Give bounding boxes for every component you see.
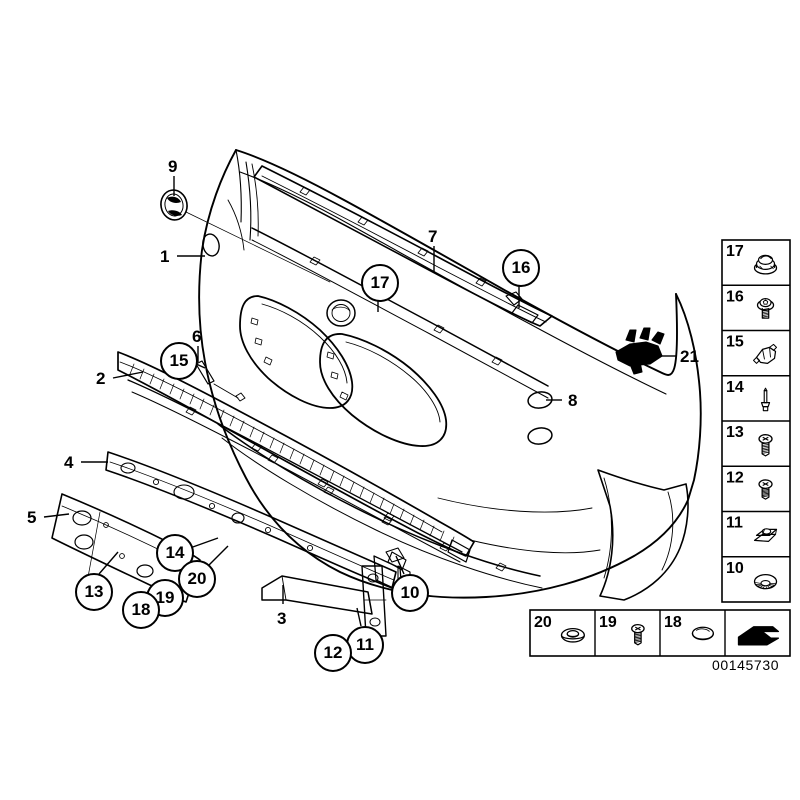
circled-part-label-15: 15 — [160, 342, 198, 380]
phillips-screw-long-icon — [758, 434, 773, 457]
hardware-side-panel: 17 16 15 14 13 12 11 10 — [721, 239, 791, 603]
part-label-5: 5 — [27, 508, 37, 527]
circled-part-label-13: 13 — [75, 573, 113, 611]
circled-part-label-11: 11 — [346, 626, 384, 664]
circled-part-label-20: 20 — [178, 560, 216, 598]
expanding-rivet-icon — [753, 573, 778, 590]
hardware-box-number-16: 16 — [726, 288, 744, 305]
hardware-bottom-panel: 20 19 18 — [529, 609, 791, 657]
hardware-box-number-10: 10 — [726, 560, 744, 577]
part-label-6: 6 — [192, 327, 202, 346]
circled-part-label-18: 18 — [122, 591, 160, 629]
round-plug-cap-icon — [691, 626, 714, 641]
circled-part-label-10: 10 — [391, 574, 429, 612]
hardware-box-number-18: 18 — [664, 614, 682, 631]
part-label-3: 3 — [277, 609, 287, 628]
part-label-21: 21 — [680, 347, 699, 366]
flat-washer-icon — [560, 627, 585, 643]
hardware-box-number-19: 19 — [599, 614, 617, 631]
circled-part-label-17: 17 — [361, 264, 399, 302]
spring-nut-clip-icon — [753, 528, 778, 542]
retaining-clip-icon — [753, 343, 778, 364]
phillips-screw-icon — [631, 624, 645, 646]
part-label-2: 2 — [96, 369, 106, 388]
circled-part-label-16: 16 — [502, 249, 540, 287]
hardware-box-number-11: 11 — [726, 515, 743, 532]
part-label-4: 4 — [64, 453, 74, 472]
hardware-box-number-13: 13 — [726, 424, 744, 441]
direction-arrow-icon — [737, 626, 780, 646]
part-label-7: 7 — [428, 227, 438, 246]
part-label-8: 8 — [568, 391, 578, 410]
hardware-box-number-15: 15 — [726, 334, 744, 351]
diagram-id-number: 00145730 — [712, 657, 780, 673]
grommet-cap-icon — [753, 254, 778, 275]
circled-part-label-12: 12 — [314, 634, 352, 672]
hardware-box-number-14: 14 — [726, 379, 744, 396]
hardware-box-number-12: 12 — [726, 469, 744, 486]
part-label-9: 9 — [168, 157, 178, 176]
rivet-pin-icon — [760, 387, 771, 412]
phillips-screw-short-icon — [758, 479, 773, 500]
hardware-box-number-20: 20 — [534, 614, 552, 631]
hardware-box-number-17: 17 — [726, 243, 744, 260]
torx-flange-screw-icon — [756, 298, 775, 319]
part-label-1: 1 — [160, 247, 170, 266]
